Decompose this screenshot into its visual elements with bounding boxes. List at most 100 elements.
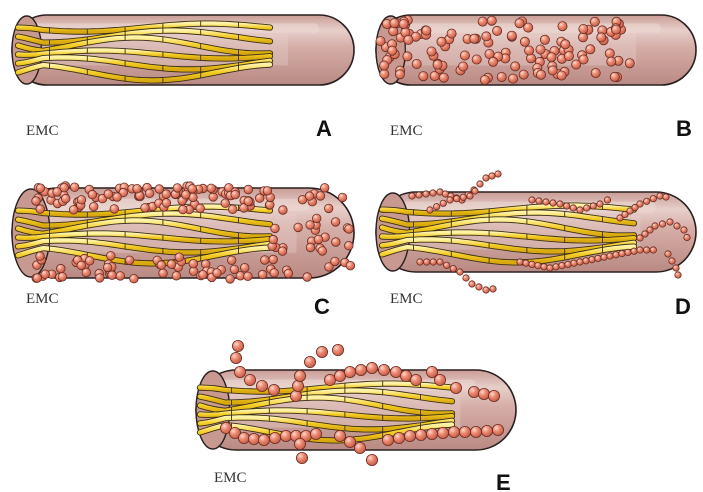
sphere (659, 221, 665, 227)
sphere (244, 374, 255, 385)
panel-e: EMC E (196, 340, 516, 492)
sphere (125, 256, 134, 265)
sphere (188, 185, 197, 194)
sphere (213, 269, 222, 278)
sphere (108, 271, 117, 280)
sphere (380, 61, 389, 70)
sphere (53, 188, 62, 197)
sphere (290, 390, 301, 401)
sphere (457, 269, 463, 275)
sphere (294, 438, 305, 449)
sphere (481, 425, 492, 436)
sphere (684, 234, 690, 240)
sphere (318, 247, 327, 256)
sphere (376, 37, 385, 46)
sphere (294, 370, 305, 381)
sphere (393, 432, 404, 443)
sphere (490, 286, 496, 292)
sphere (541, 264, 547, 270)
panel-d: EMC D (376, 171, 696, 319)
sphere (416, 192, 422, 198)
sphere (489, 173, 495, 179)
sphere (557, 201, 563, 207)
sphere (605, 49, 614, 58)
sphere (463, 275, 469, 281)
sphere (424, 259, 430, 265)
sphere (88, 190, 97, 199)
sphere (483, 175, 489, 181)
sphere (412, 59, 421, 68)
sphere (228, 205, 237, 214)
sphere (404, 35, 413, 44)
sphere (511, 62, 520, 71)
sphere (320, 184, 329, 193)
sphere (437, 259, 443, 265)
sphere (162, 199, 171, 208)
sphere (523, 260, 529, 266)
sphere (590, 17, 599, 26)
sphere (419, 72, 428, 81)
sphere (448, 426, 459, 437)
sphere (480, 75, 489, 84)
sphere (590, 203, 596, 209)
sphere (324, 374, 335, 385)
sphere (36, 205, 45, 214)
panel-c-letter: C (314, 294, 330, 319)
sphere (535, 262, 541, 268)
sphere (172, 272, 181, 281)
sphere (175, 253, 184, 262)
sphere (231, 190, 240, 199)
sphere (681, 227, 687, 233)
sphere (189, 259, 198, 268)
sphere (354, 442, 365, 453)
sphere (612, 25, 621, 34)
sphere (663, 194, 669, 200)
sphere (508, 74, 517, 83)
sphere (270, 269, 279, 278)
sphere (478, 17, 487, 26)
sphere (85, 257, 94, 266)
sphere (665, 251, 671, 257)
sphere (470, 426, 481, 437)
panel-c-credit: EMC (26, 291, 59, 307)
sphere (271, 224, 280, 233)
sphere (564, 52, 573, 61)
sphere (32, 197, 41, 206)
sphere (331, 218, 340, 227)
sphere (69, 206, 78, 215)
sphere (36, 252, 45, 261)
sphere (667, 219, 673, 225)
sphere (403, 52, 412, 61)
sphere (637, 201, 643, 207)
sphere (179, 205, 188, 214)
panel-e-letter: E (496, 470, 511, 492)
sphere (450, 382, 461, 393)
sphere (199, 270, 208, 279)
sphere (226, 275, 235, 284)
sphere (459, 426, 470, 437)
sphere (492, 424, 503, 435)
sphere (304, 356, 315, 367)
sphere (95, 274, 104, 283)
sphere (644, 247, 650, 253)
sphere (536, 70, 545, 79)
panel-a-credit: EMC (26, 123, 59, 139)
panel-d-letter: D (675, 294, 691, 319)
sphere (625, 59, 634, 68)
sphere (601, 254, 607, 260)
sphere (650, 196, 656, 202)
sphere (650, 247, 656, 253)
sphere (487, 16, 496, 25)
sphere (280, 430, 291, 441)
sphere (263, 187, 272, 196)
sphere (571, 260, 577, 266)
sphere (427, 47, 436, 56)
sphere (467, 193, 473, 199)
sphere (261, 256, 270, 265)
sphere (427, 207, 433, 213)
sphere (306, 243, 315, 252)
sphere (595, 255, 601, 261)
sphere (460, 194, 466, 200)
sphere (597, 33, 606, 42)
sphere (33, 274, 42, 283)
